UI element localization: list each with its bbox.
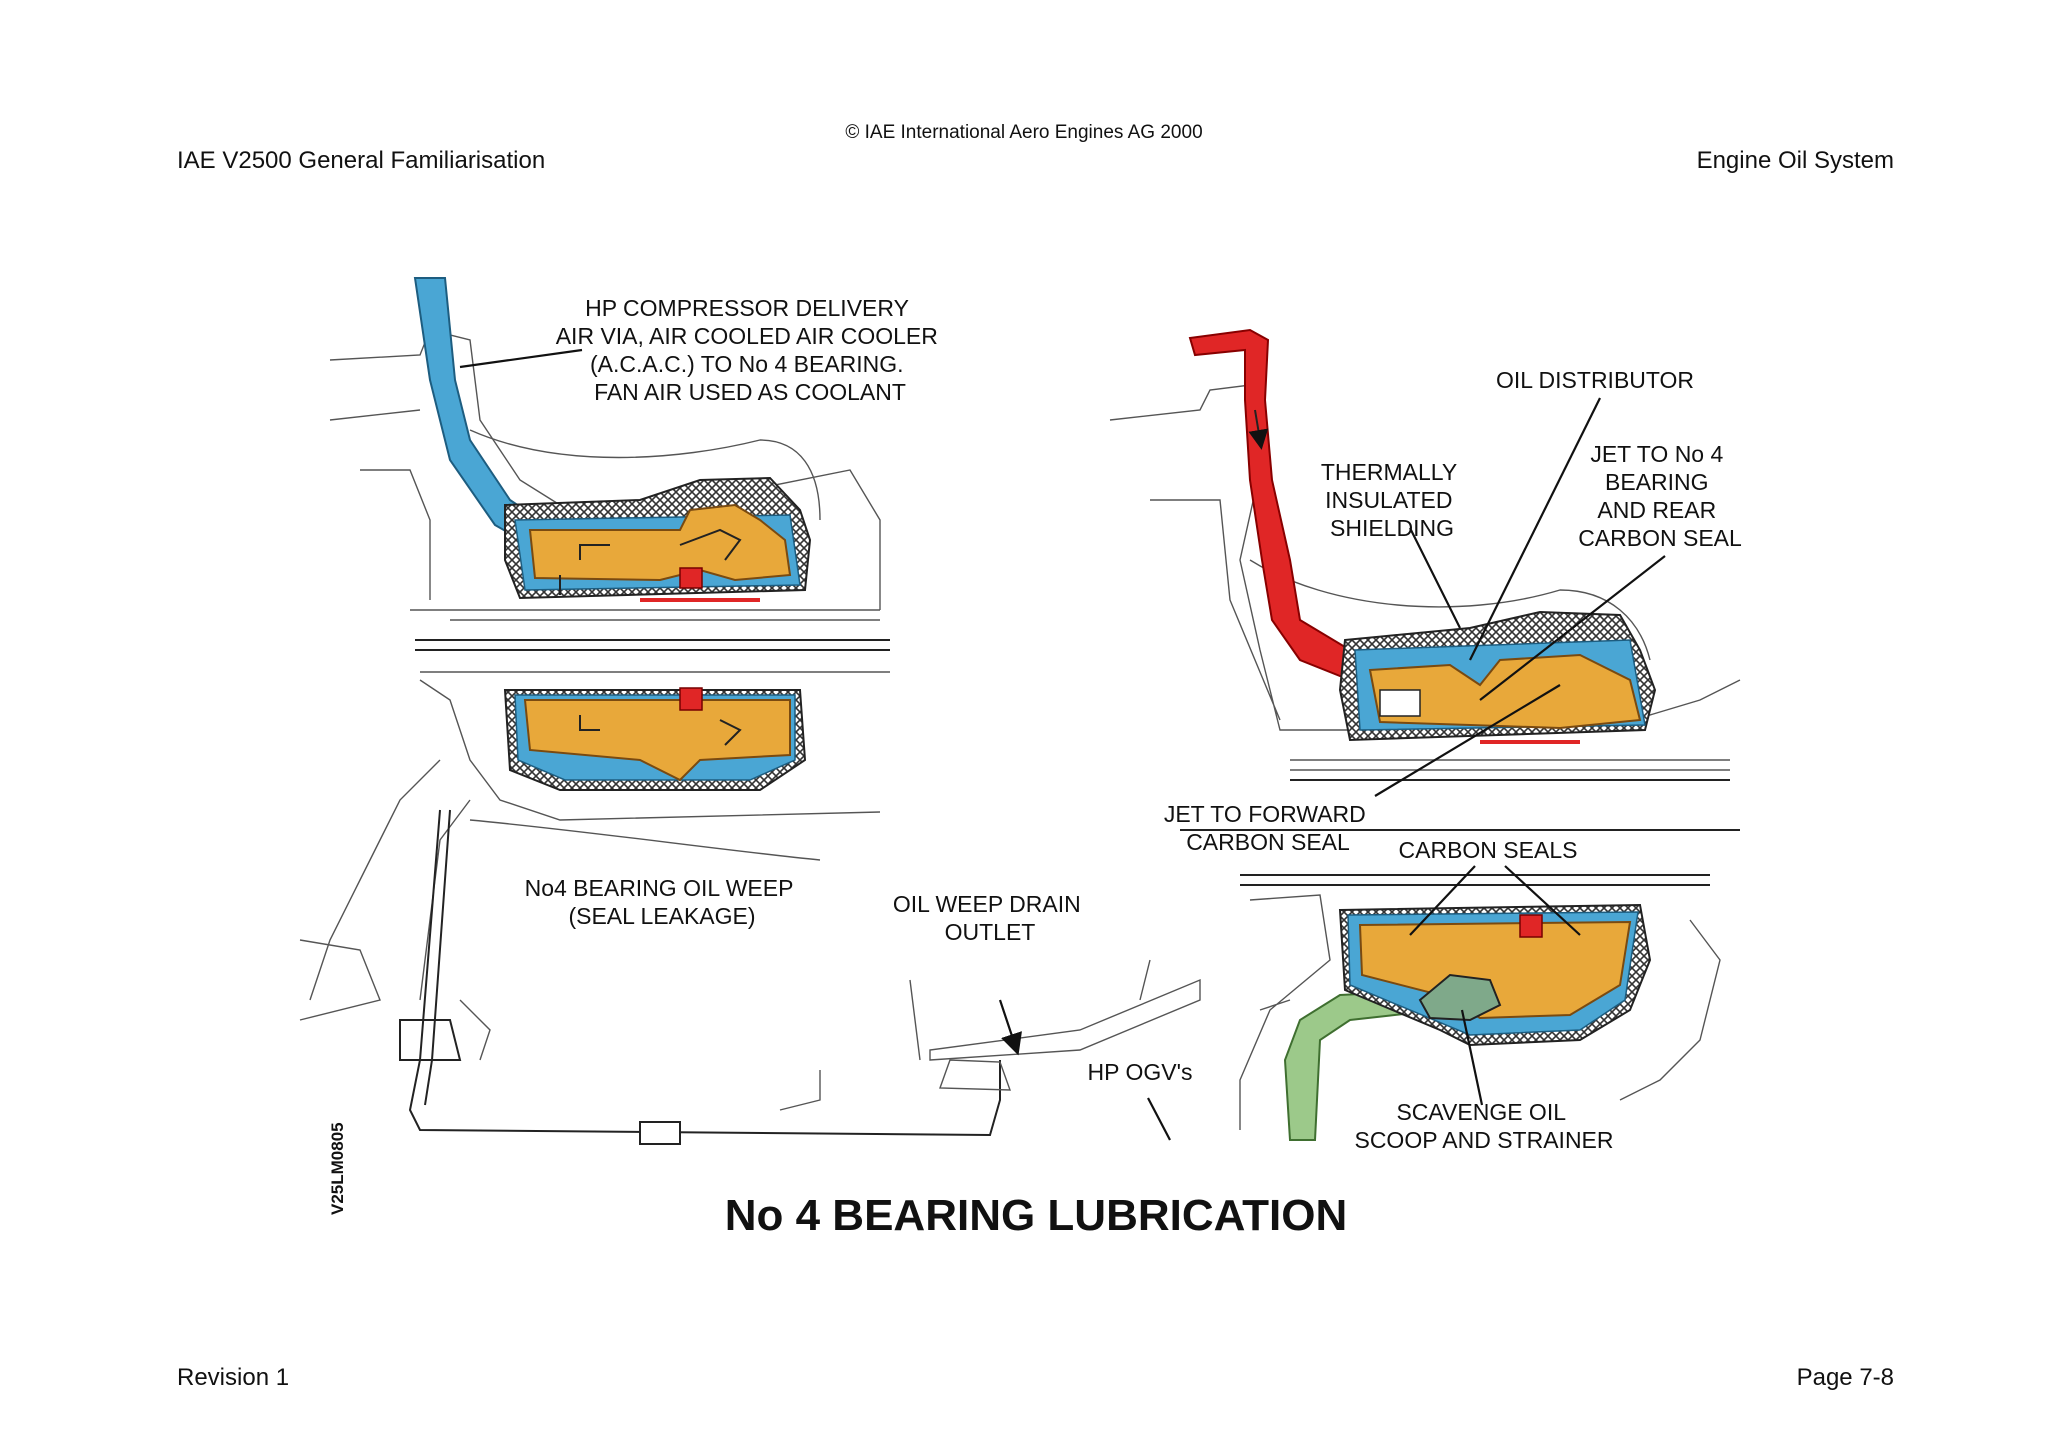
- lower-left-bearing-section: [299, 671, 1201, 1145]
- lower-right-bearing: [1358, 920, 1632, 1020]
- label-hp-air: HP COMPRESSOR DELIVERY AIR VIA, AIR COOL…: [556, 295, 945, 405]
- label-scavenge: SCAVENGE OIL SCOOP AND STRAINER: [1354, 1099, 1613, 1153]
- oil-weep-drain-tube: [408, 809, 1001, 1137]
- page-number: Page 7-8: [1796, 1364, 1894, 1391]
- diagram-title: No 4 BEARING LUBRICATION: [725, 1191, 1348, 1240]
- label-hp-ogv: HP OGV's: [1088, 1059, 1193, 1085]
- document-title: IAE V2500 General Familiarisation: [177, 147, 546, 174]
- label-oil-distributor: OIL DISTRIBUTOR: [1496, 367, 1694, 393]
- drawing-reference: V25LM0805: [328, 1122, 347, 1215]
- label-thermal-shield: THERMALLY INSULATED SHIELDING: [1321, 459, 1463, 541]
- upper-right-bearing: [1368, 653, 1642, 730]
- revision-label: Revision 1: [177, 1364, 290, 1391]
- upper-left-bearing: [528, 503, 792, 582]
- label-oil-weep: No4 BEARING OIL WEEP (SEAL LEAKAGE): [525, 875, 800, 929]
- label-jet-rear: JET TO No 4 BEARING AND REAR CARBON SEAL: [1578, 441, 1742, 551]
- lower-left-bearing: [523, 699, 791, 782]
- section-title: Engine Oil System: [1696, 147, 1894, 174]
- lower-right-bearing-section: [1180, 829, 1740, 1141]
- copyright-notice: © IAE International Aero Engines AG 2000: [845, 122, 1203, 143]
- leader-lines: [459, 348, 1666, 1141]
- label-carbon-seals: CARBON SEALS: [1399, 837, 1578, 863]
- upper-right-bearing-section: [1109, 328, 1741, 781]
- label-drain-outlet: OIL WEEP DRAIN OUTLET: [893, 891, 1087, 945]
- label-jet-forward: JET TO FORWARD CARBON SEAL: [1164, 801, 1372, 855]
- upper-left-bearing-section: [329, 277, 890, 651]
- scavenge-strainer: [1418, 973, 1502, 1022]
